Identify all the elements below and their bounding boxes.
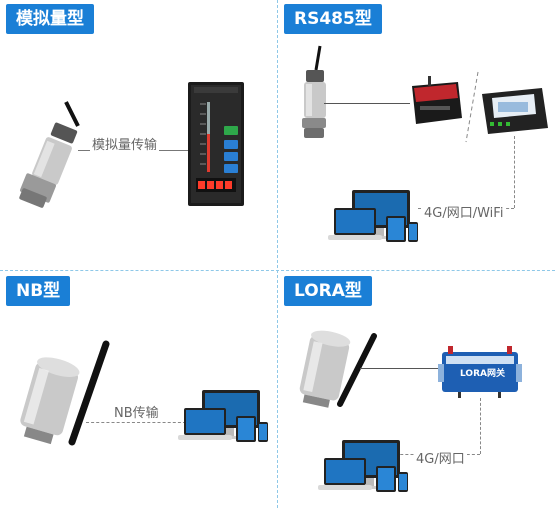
- antenna-icon: [68, 340, 110, 446]
- lora-gateway-icon: [438, 346, 522, 398]
- section-title-rs485: RS485型: [284, 4, 382, 34]
- section-lora: LORA型 LORA网关 4G/网口: [278, 272, 555, 508]
- section-rs485: RS485型 4G/网口/WiFi: [278, 0, 555, 266]
- horizontal-divider: [0, 270, 555, 271]
- lora-gateway-label: LORA网关: [460, 369, 505, 379]
- laptop-monitor-tablet-phone-icon: [328, 190, 418, 242]
- wireless-sensor-icon: [299, 330, 377, 408]
- section-title-lora: LORA型: [284, 276, 372, 306]
- antenna-icon: [337, 333, 377, 407]
- section-title-analog: 模拟量型: [6, 4, 94, 34]
- link-label-nb: NB传输: [112, 402, 161, 421]
- link-label-rs485: 4G/网口/WiFi: [422, 202, 506, 221]
- dtu-module-icon: [412, 76, 462, 124]
- link-label-analog: 模拟量传输: [90, 134, 160, 153]
- section-nb: NB型 NB传输: [0, 272, 277, 508]
- slash-separator: [465, 71, 479, 143]
- laptop-monitor-tablet-phone-icon: [318, 440, 408, 492]
- controller-icon: [482, 88, 548, 134]
- vertical-divider: [277, 0, 278, 508]
- laptop-monitor-tablet-phone-icon: [178, 390, 268, 442]
- link-label-lora: 4G/网口: [414, 448, 467, 467]
- section-analog: 模拟量型 模拟量传输: [0, 0, 277, 266]
- pressure-sensor-icon: [302, 45, 326, 138]
- wireless-sensor-icon: [20, 340, 110, 446]
- panel-meter-icon: [188, 82, 244, 206]
- pressure-sensor-icon: [19, 101, 80, 208]
- section-title-nb: NB型: [6, 276, 71, 306]
